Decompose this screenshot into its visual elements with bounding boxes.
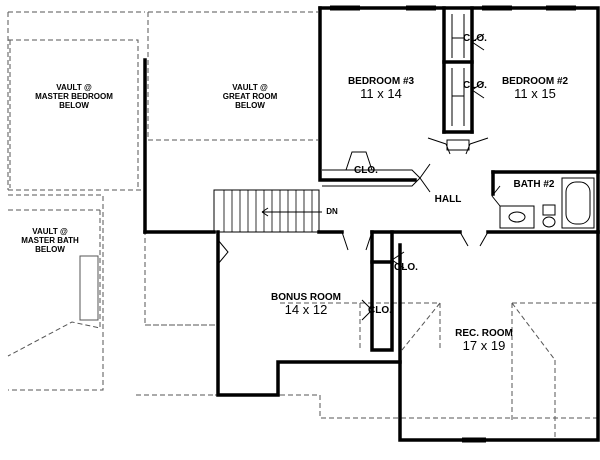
closet-label: CLO. (394, 262, 418, 273)
walls (143, 6, 600, 442)
interior-lines (217, 14, 501, 265)
room-name: BONUS ROOM (271, 292, 341, 303)
room-size: 11 x 15 (514, 86, 556, 101)
closet-label: CLO. (463, 33, 487, 44)
room-size: 11 x 14 (360, 86, 402, 101)
bedroom3-label: BEDROOM #3 11 x 14 (336, 76, 426, 101)
hall-label: HALL (434, 194, 462, 205)
vault-master-bath-label: VAULT @ MASTER BATH BELOW (12, 227, 88, 254)
room-name: REC. ROOM (455, 328, 513, 339)
vault-label-line: MASTER BATH (21, 235, 79, 245)
vault-master-bedroom-label: VAULT @ MASTER BEDROOM BELOW (30, 83, 118, 110)
vault-label-line: BELOW (235, 100, 265, 110)
stair (213, 189, 322, 233)
room-size: 14 x 12 (284, 302, 328, 317)
closet-door-swings (361, 33, 485, 321)
bedroom2-label: BEDROOM #2 11 x 15 (490, 76, 580, 101)
vault-label-line: BELOW (35, 244, 65, 254)
room-size: 17 x 19 (462, 338, 506, 353)
vault-label-line: VAULT @ (56, 83, 92, 92)
vault-outline-lines (7, 11, 600, 440)
vault-box (79, 255, 99, 321)
vault-label-line: VAULT @ (32, 227, 68, 236)
closet-label: CLO. (354, 165, 378, 176)
vault-label-line: MASTER BEDROOM (35, 91, 113, 101)
closet-label: CLO. (463, 80, 487, 91)
rec-room-label: REC. ROOM 17 x 19 (436, 328, 532, 353)
closet-label: CLO. (368, 305, 392, 316)
vault-label-line: BELOW (59, 100, 89, 110)
stair-down-label: DN (326, 207, 338, 216)
bath-fixtures (499, 177, 595, 229)
bonus-room-label: BONUS ROOM 14 x 12 (258, 292, 354, 317)
bath2-label: BATH #2 (513, 179, 555, 190)
room-name: BEDROOM #3 (347, 76, 415, 87)
vault-label-line: VAULT @ (232, 83, 268, 92)
window-marks (330, 5, 576, 443)
room-name: BEDROOM #2 (501, 76, 569, 87)
vault-great-room-label: VAULT @ GREAT ROOM BELOW (210, 83, 290, 110)
vault-label-line: GREAT ROOM (222, 91, 278, 101)
